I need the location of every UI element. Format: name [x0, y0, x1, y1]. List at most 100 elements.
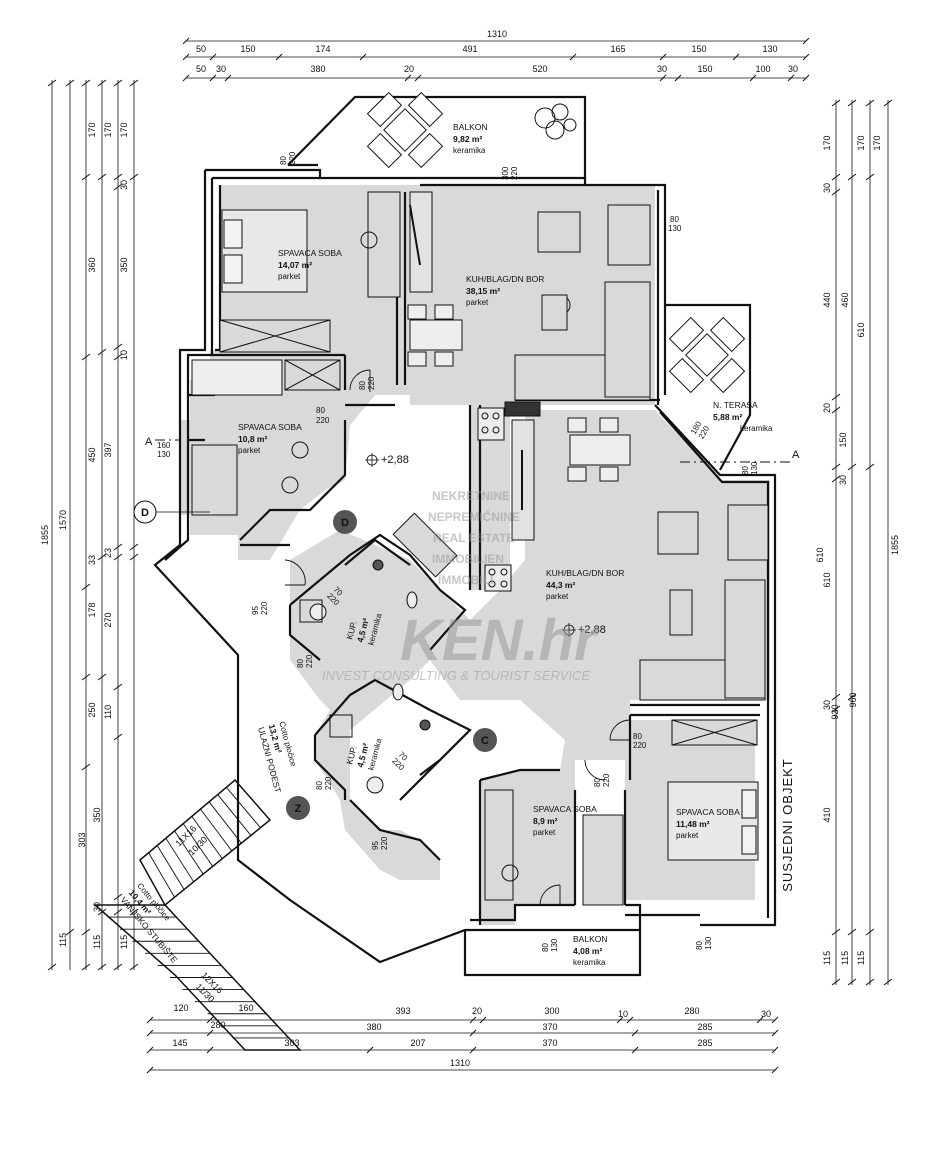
lamp-icon [501, 864, 519, 882]
unit-marker-d-label: D [341, 517, 349, 529]
dim-label: 380 [310, 64, 325, 74]
room-name: KUH/BLAG/DN BOR [466, 274, 544, 284]
room-name: SPAVACA SOBA [238, 422, 302, 432]
dim-label: 110 [103, 705, 113, 719]
room-label-bedroom-1: SPAVACA SOBA 14,07 m² parket [278, 248, 342, 281]
room-area: 4,08 m² [573, 946, 602, 956]
dim-label: 380 [366, 1022, 381, 1032]
lamp-icon [281, 476, 299, 494]
dim-label: 30 [822, 183, 832, 193]
room-area: 5,88 m² [713, 412, 742, 422]
room-label-living-2: KUH/BLAG/DN BOR 44,3 m² parket [546, 568, 624, 601]
top-dimension-chain [182, 37, 810, 82]
shower-icon [309, 603, 327, 621]
left-dimension-labels-c: 170 23 115 [103, 122, 129, 949]
dim-label: 960 [848, 692, 858, 707]
watermark-line: NEPREMIČNINE [428, 509, 520, 524]
dim-label: 393 [395, 1006, 410, 1016]
room-area: 11,48 m² [676, 819, 710, 829]
dim-label: 440 [822, 292, 832, 307]
dim-label: 303 [77, 832, 87, 847]
wardrobe [367, 191, 401, 298]
room-label-bedroom-2: SPAVACA SOBA 10,8 m² parket [238, 422, 302, 455]
kitchen-counter [409, 191, 433, 293]
dim-label: 370 [542, 1022, 557, 1032]
room-label-bedroom-4: SPAVACA SOBA 8,9 m² parket [533, 804, 597, 837]
dim-label: 170 [856, 135, 866, 150]
dim-label: 300 [544, 1006, 559, 1016]
dim-label: 930 [830, 704, 840, 719]
stair-tread [191, 816, 223, 859]
svg-text:80: 80 [358, 381, 367, 390]
dim-label: 30 [216, 64, 226, 74]
watermark-line: IMMOBILI [438, 573, 493, 587]
room-name: KUP. [344, 620, 359, 641]
svg-text:95: 95 [251, 606, 260, 615]
dim-label: 20 [822, 403, 832, 413]
dining-table [409, 319, 463, 351]
room-label-living-1: KUH/BLAG/DN BOR 38,15 m² parket [466, 274, 544, 307]
dim-label: 50 [196, 44, 206, 54]
level-value: +2,88 [578, 624, 606, 636]
armchair [727, 504, 769, 561]
svg-text:220: 220 [380, 836, 389, 850]
svg-text:80: 80 [541, 943, 550, 952]
stove [477, 407, 505, 441]
wash-basin [299, 599, 323, 623]
room-floor: keramika [366, 737, 383, 771]
room-name: SPAVACA SOBA [533, 804, 597, 814]
watermark-line: NEKRETNINE [432, 489, 510, 503]
svg-text:80: 80 [593, 778, 602, 787]
svg-text:220: 220 [602, 773, 611, 787]
dim-label: 410 [822, 807, 832, 822]
svg-text:220: 220 [305, 654, 314, 668]
room-name: KUH/BLAG/DN BOR [546, 568, 624, 578]
dim-label: 207 [410, 1038, 425, 1048]
dim-label: 520 [532, 64, 547, 74]
room-name: KUP. [344, 745, 359, 766]
stair-tread [165, 837, 195, 883]
sink-icon [372, 559, 384, 571]
dim-label: 23 [103, 548, 113, 558]
room-label-entrance-landing: ULAZNI PODEST 13,2 m² Cotto pločice [256, 720, 298, 793]
pillow [741, 789, 757, 819]
dim-label: 250 [87, 702, 97, 717]
watermark-tagline: INVEST CONSULTING & TOURIST SERVICE [322, 668, 590, 683]
dim-label: 360 [87, 257, 97, 272]
svg-text:80: 80 [741, 466, 750, 475]
dim-label: 30 [657, 64, 667, 74]
room-floor: keramika [453, 146, 486, 155]
dim-label: 491 [462, 44, 477, 54]
watermark: NEKRETNINE NEPREMIČNINE REAL ESTATE IMMO… [322, 489, 600, 683]
dim-label: 270 [103, 612, 113, 627]
stair-tread [148, 852, 175, 898]
dim-label: 370 [542, 1038, 557, 1048]
coffee-table [669, 589, 693, 636]
dim-label: 30 [119, 180, 129, 190]
bed [582, 814, 624, 906]
dim-label: 150 [697, 64, 712, 74]
detail-mark-label: D [141, 507, 149, 519]
dim-label: 130 [762, 44, 777, 54]
top-overall-dimension: 1310 [487, 29, 507, 39]
left-overall-dimension: 1855 [40, 525, 50, 545]
pillow [223, 219, 243, 249]
top-dimension-row-1: 50 150 174 491 165 150 130 [196, 44, 778, 54]
stair-tread [174, 830, 204, 875]
watermark-line: REAL ESTATE [433, 531, 514, 545]
dim-label: 610 [856, 322, 866, 337]
room-floor: parket [466, 298, 489, 307]
room-floor: parket [238, 446, 261, 455]
dim-label: 170 [87, 122, 97, 137]
right-dimension-labels-b: 170 460 610 930 115 [830, 135, 866, 965]
unit-marker-d [333, 510, 357, 534]
sink-icon [419, 719, 431, 731]
dim-label: 610 [815, 547, 825, 562]
